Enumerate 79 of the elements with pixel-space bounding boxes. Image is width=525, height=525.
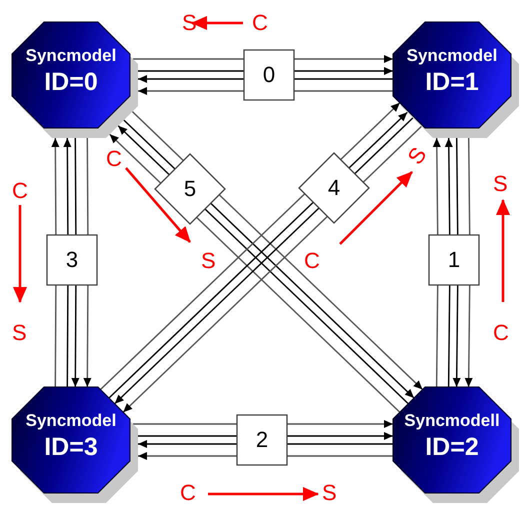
connector-line — [100, 193, 306, 390]
connector-arrow — [444, 138, 453, 235]
connector-line — [294, 90, 393, 92]
connector-line — [66, 285, 69, 387]
direction-label: C — [106, 148, 122, 170]
connector-line — [133, 58, 244, 60]
link-box — [299, 153, 369, 223]
octagon-node — [393, 387, 519, 503]
connector-arrow — [138, 440, 237, 448]
node-title: Syncmodel — [24, 411, 118, 431]
connector-arrow — [218, 194, 423, 390]
connector-line — [54, 285, 57, 387]
connector-arrow — [63, 138, 72, 235]
connector-arrow — [138, 452, 237, 460]
connector-line — [123, 120, 176, 170]
direction-label: C — [493, 322, 509, 344]
connector-line — [138, 70, 244, 72]
octagon-node — [393, 22, 519, 138]
direction-label: S — [493, 173, 508, 195]
connector-arrow — [71, 285, 80, 387]
connector-line — [196, 216, 400, 413]
connector-line — [448, 285, 450, 387]
connector-line — [468, 138, 470, 235]
connector-arrow — [83, 285, 92, 387]
connector-arrow — [118, 125, 170, 176]
connector-arrow — [51, 138, 60, 235]
node-id: ID=2 — [424, 433, 480, 462]
link-number: 5 — [182, 176, 198, 202]
link-number: 0 — [262, 62, 276, 88]
connector-arrow — [294, 55, 393, 63]
link-box — [237, 415, 287, 465]
connector-arrow — [464, 285, 473, 387]
node-id: ID=3 — [43, 433, 99, 462]
node-title: Syncmodel — [406, 46, 498, 66]
connector-arrow — [109, 134, 162, 184]
octagon-node — [12, 387, 138, 503]
connector-arrow — [348, 112, 408, 168]
direction-label: S — [404, 144, 431, 168]
connector-arrow — [138, 87, 244, 95]
connector-arrow — [287, 432, 393, 440]
node-id: ID=1 — [424, 68, 480, 97]
link-number: 3 — [64, 247, 80, 273]
direction-label: C — [252, 12, 268, 34]
direction-label: C — [12, 180, 28, 202]
connector-line — [86, 138, 89, 235]
direction-label: C — [180, 482, 196, 504]
connector-arrow — [287, 420, 393, 428]
connector-line — [287, 443, 393, 445]
connector-arrow — [294, 67, 393, 75]
connector-line — [362, 126, 422, 183]
direction-label: S — [322, 482, 337, 504]
link-box — [429, 235, 479, 285]
node-title: Syncmodel — [24, 46, 118, 66]
connector-line — [138, 435, 237, 437]
connector-line — [133, 423, 237, 425]
direction-label: C — [304, 250, 320, 272]
connector-arrow — [340, 102, 400, 160]
node-id: ID=0 — [43, 68, 99, 97]
connector-line — [294, 78, 393, 80]
link-box — [155, 154, 225, 224]
link-box — [47, 235, 97, 285]
direction-label: S — [201, 250, 216, 272]
octagon-node — [12, 22, 138, 138]
link-box — [244, 50, 294, 100]
connector-arrow — [432, 138, 441, 235]
link-number: 2 — [254, 427, 270, 453]
connector-line — [354, 117, 414, 174]
connector-line — [436, 285, 438, 387]
connector-line — [287, 455, 393, 457]
connector-line — [132, 111, 184, 162]
node-title: Syncmodell — [403, 411, 501, 431]
connector-arrow — [138, 75, 244, 83]
connector-line — [74, 138, 77, 235]
connector-arrow — [122, 216, 328, 413]
link-number: 1 — [446, 247, 462, 273]
link-number: 4 — [326, 175, 342, 201]
connector-line — [456, 138, 458, 235]
direction-label: S — [12, 322, 27, 344]
connector-arrow — [452, 285, 461, 387]
